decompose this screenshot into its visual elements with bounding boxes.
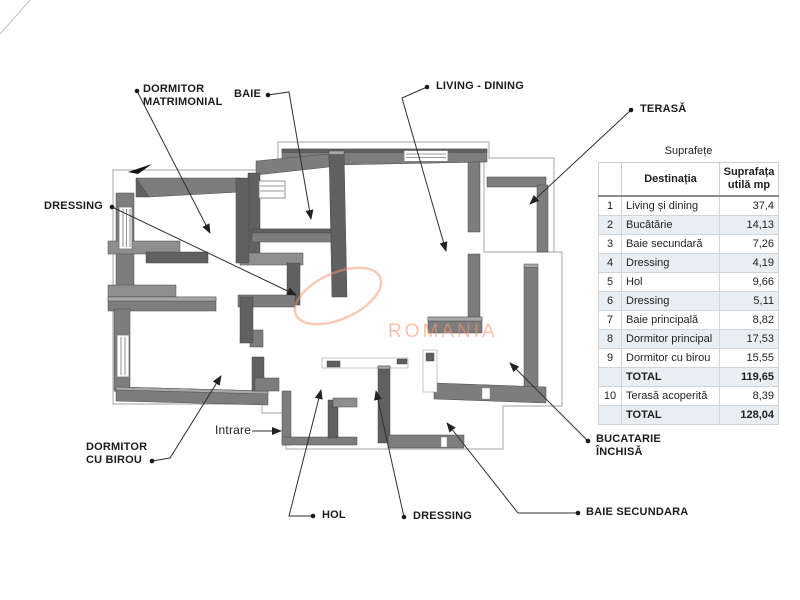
cell-dest: Dormitor cu birou — [621, 348, 720, 368]
plan-walls — [107, 148, 549, 449]
cell-dest: Dressing — [621, 253, 720, 273]
plan-outline — [112, 141, 563, 450]
cell-dest: TOTAL — [621, 405, 720, 425]
cell-nr: 10 — [598, 386, 622, 406]
label-terasa: TERASĂ — [640, 103, 687, 115]
leader-dressing-bottom — [374, 390, 405, 518]
watermark-ellipse — [293, 266, 383, 326]
cell-nr: 6 — [598, 291, 622, 311]
label-dormitor-matrimonial: DORMITOR MATRIMONIAL — [143, 83, 223, 109]
label-dressing-left: DRESSING — [44, 200, 104, 212]
north-arrow-icon — [128, 164, 152, 174]
cell-nr — [598, 405, 622, 425]
cell-nr: 8 — [598, 329, 622, 349]
label-line: DORMITOR — [86, 441, 148, 453]
leader-terasa — [529, 109, 632, 205]
cell-dest: Terasă acoperită — [621, 386, 720, 406]
cell-mp: 8,82 — [719, 310, 779, 330]
cell-nr — [598, 367, 622, 387]
cell-mp: 15,55 — [719, 348, 779, 368]
corner-mark — [0, 0, 31, 35]
label-line: DORMITOR — [143, 83, 205, 95]
leader-baie — [267, 91, 314, 220]
cell-nr: 9 — [598, 348, 622, 368]
cell-nr: 3 — [598, 234, 622, 254]
cell-nr: 5 — [598, 272, 622, 292]
cell-dest: Bucătărie — [621, 215, 720, 235]
cell-mp: 8,39 — [719, 386, 779, 406]
leader-bucatarie — [509, 362, 589, 442]
cell-mp: 4,19 — [719, 253, 779, 273]
cell-dest: Dormitor principal — [621, 329, 720, 349]
leader-lines — [111, 86, 632, 518]
label-line: BUCATARIE — [596, 433, 661, 445]
leader-dormitor-matrimonial — [136, 90, 211, 234]
cell-mp: 119,65 — [719, 367, 779, 387]
label-line: MATRIMONIAL — [143, 96, 223, 108]
col-area: Suprafața utilă mp — [719, 162, 779, 197]
cell-nr: 2 — [598, 215, 622, 235]
label-intrare: Intrare — [215, 423, 252, 437]
cell-mp: 37,4 — [719, 195, 779, 216]
cell-mp: 17,53 — [719, 329, 779, 349]
cell-mp: 5,11 — [719, 291, 779, 311]
label-line: CU BIROU — [86, 454, 142, 466]
cell-dest: Dressing — [621, 291, 720, 311]
label-bucatarie: BUCATARIE ÎNCHISĂ — [596, 433, 661, 459]
label-line: ÎNCHISĂ — [596, 446, 643, 458]
leader-bullets — [109, 84, 634, 520]
cell-dest: TOTAL — [621, 367, 720, 387]
cell-nr: 1 — [598, 195, 622, 216]
label-living-dining: LIVING - DINING — [436, 80, 524, 92]
areas-table-title: Suprafețe — [664, 145, 713, 157]
leader-dressing-left — [111, 206, 297, 296]
leader-hol — [288, 389, 323, 517]
label-baie: BAIE — [234, 88, 262, 100]
col-nr — [598, 162, 622, 197]
leader-dormitor-cu-birou — [151, 375, 222, 462]
cell-nr: 7 — [598, 310, 622, 330]
cell-dest: Baie secundară — [621, 234, 720, 254]
watermark-text: ROMANIA — [388, 321, 498, 342]
areas-table-header: Destinația Suprafața utilă mp — [598, 162, 779, 197]
plan-windows — [116, 150, 449, 378]
col-destination: Destinația — [621, 162, 720, 197]
cell-dest: Hol — [621, 272, 720, 292]
cell-dest: Living și dining — [621, 195, 720, 216]
areas-table-box: Suprafețe Destinația Suprafața utilă mp … — [598, 145, 779, 425]
label-baie-secundara: BAIE SECUNDARA — [586, 506, 689, 518]
leader-living-dining — [401, 86, 448, 252]
cell-mp: 14,13 — [719, 215, 779, 235]
leader-baie-secundara — [446, 422, 578, 514]
label-dormitor-cu-birou: DORMITOR CU BIROU — [86, 441, 147, 467]
cell-nr: 4 — [598, 253, 622, 273]
cell-mp: 9,66 — [719, 272, 779, 292]
label-hol: HOL — [322, 509, 346, 521]
cell-mp: 7,26 — [719, 234, 779, 254]
cell-dest: Baie principală — [621, 310, 720, 330]
cell-mp: 128,04 — [719, 405, 779, 425]
label-dressing-bottom: DRESSING — [413, 510, 473, 522]
